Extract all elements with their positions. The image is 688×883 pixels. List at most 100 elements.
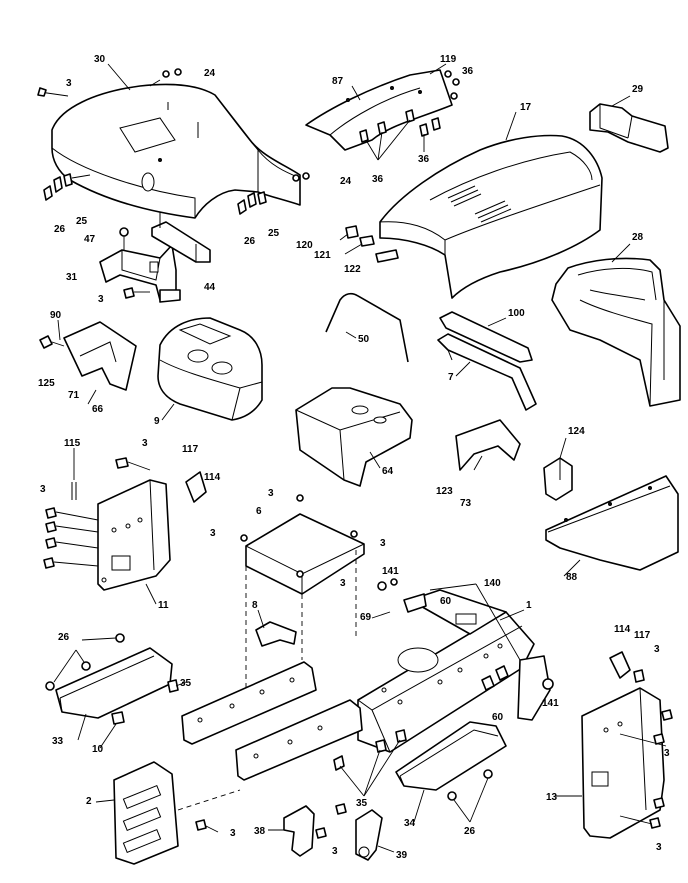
callout-140: 140 <box>484 578 501 589</box>
callout-122: 122 <box>344 264 361 275</box>
callout-25: 25 <box>76 216 88 227</box>
callout-115: 115 <box>64 438 81 449</box>
callout-24: 24 <box>204 68 216 79</box>
callout-36: 36 <box>372 174 384 185</box>
part-11-side-plate <box>97 479 171 591</box>
part-9-fuel-tank <box>157 317 263 421</box>
callout-141: 141 <box>382 566 399 577</box>
footrest-fasteners-26-right <box>447 769 493 823</box>
callout-30: 30 <box>94 54 106 65</box>
callout-3: 3 <box>656 842 662 853</box>
part-100-front-support <box>439 311 533 363</box>
callout-38: 38 <box>254 826 266 837</box>
callout-141: 141 <box>542 698 559 709</box>
parts-114-117-hinge-right <box>609 651 645 683</box>
part-29-grille <box>589 103 669 153</box>
part-88-side-panel <box>545 475 679 571</box>
callout-39: 39 <box>396 850 408 861</box>
part-8-fastener-lower <box>315 803 347 839</box>
callout-labels: 30 3 24 87 119 36 29 17 36 36 24 26 25 2… <box>38 54 670 861</box>
callout-31: 31 <box>66 272 78 283</box>
part-34-footrest <box>395 721 507 791</box>
part-50-rod <box>325 292 409 363</box>
callout-6: 6 <box>256 506 262 517</box>
footrest-fasteners-26 <box>45 633 125 691</box>
part-8-clamp <box>255 609 297 647</box>
fastener-47 <box>119 227 129 250</box>
callout-117: 117 <box>182 444 199 455</box>
callout-64: 64 <box>382 466 394 477</box>
part-124-clip <box>543 457 573 501</box>
battery-screws-3 <box>240 494 358 578</box>
callout-28: 28 <box>632 232 644 243</box>
callout-3: 3 <box>40 484 46 495</box>
callout-9: 9 <box>154 416 160 427</box>
screw-3-rear <box>195 819 207 831</box>
part-1-frame-rail-left <box>181 661 317 745</box>
callout-10: 10 <box>92 744 104 755</box>
callout-60: 60 <box>440 596 452 607</box>
callout-3: 3 <box>654 644 660 655</box>
callout-88: 88 <box>566 572 578 583</box>
callout-35: 35 <box>180 678 192 689</box>
callout-114: 114 <box>204 472 221 483</box>
callout-123: 123 <box>436 486 453 497</box>
callout-3: 3 <box>98 294 104 305</box>
callout-87: 87 <box>332 76 344 87</box>
part-28-front-housing <box>551 257 681 407</box>
callout-124: 124 <box>568 426 585 437</box>
callout-3: 3 <box>210 528 216 539</box>
callout-3: 3 <box>66 78 72 89</box>
callout-34: 34 <box>404 818 416 829</box>
fasteners-26-25-right <box>237 191 267 215</box>
callout-3: 3 <box>380 538 386 549</box>
leader-lines <box>77 63 631 853</box>
fasteners-36 <box>359 70 460 161</box>
callout-73: 73 <box>460 498 472 509</box>
screws-3-right-stack <box>619 709 673 829</box>
callout-60: 60 <box>492 712 504 723</box>
callout-36: 36 <box>418 154 430 165</box>
callout-26: 26 <box>54 224 66 235</box>
part-13-side-plate <box>581 687 665 839</box>
callout-66: 66 <box>92 404 104 415</box>
callout-117: 117 <box>634 630 651 641</box>
callout-3: 3 <box>268 488 274 499</box>
callout-71: 71 <box>68 390 80 401</box>
callout-120: 120 <box>296 240 313 251</box>
callout-29: 29 <box>632 84 644 95</box>
part-90-125-fastener <box>39 319 65 349</box>
part-7-front-bracket <box>437 333 537 411</box>
callout-24: 24 <box>340 176 352 187</box>
callout-47: 47 <box>84 234 96 245</box>
callout-3: 3 <box>142 438 148 449</box>
callout-8: 8 <box>252 600 258 611</box>
part-30-dash-cover <box>51 83 301 219</box>
callout-17: 17 <box>520 102 532 113</box>
callout-26: 26 <box>244 236 256 247</box>
part-39-bracket <box>355 809 383 861</box>
part-35-fasteners-mid <box>333 729 407 797</box>
callout-100: 100 <box>508 308 525 319</box>
part-2-rear-plate <box>113 761 241 865</box>
callout-36: 36 <box>462 66 474 77</box>
hood-vents <box>447 185 512 223</box>
callout-2: 2 <box>86 796 92 807</box>
part-123-bracket <box>455 419 521 471</box>
callout-69: 69 <box>360 612 372 623</box>
callout-119: 119 <box>440 54 457 65</box>
part-6-battery-tray <box>245 513 365 700</box>
callout-121: 121 <box>314 250 331 261</box>
part-1-main-frame <box>357 589 535 753</box>
callout-7: 7 <box>448 372 454 383</box>
callout-11: 11 <box>158 600 169 611</box>
callout-3: 3 <box>340 578 346 589</box>
callout-1: 1 <box>526 600 532 611</box>
callout-44: 44 <box>204 282 216 293</box>
callout-114: 114 <box>614 624 631 635</box>
screw-3-top <box>37 87 69 97</box>
fasteners-26-25-left <box>43 173 91 201</box>
part-17-hood <box>379 134 603 299</box>
